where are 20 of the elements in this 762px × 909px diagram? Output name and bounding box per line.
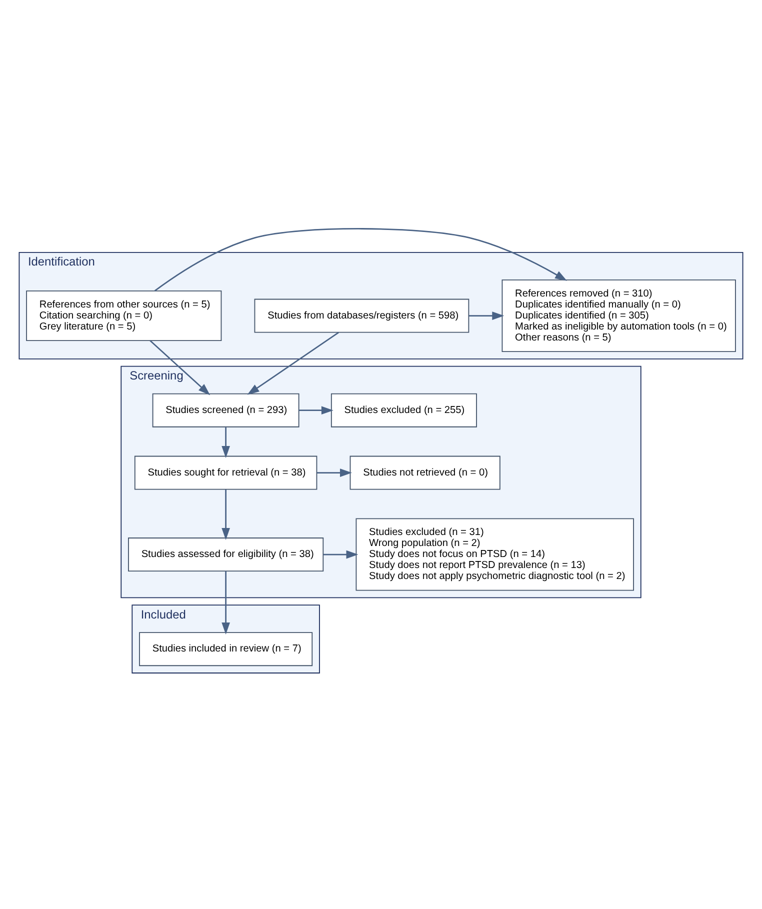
- node-box: Studies not retrieved (n = 0): [350, 456, 500, 490]
- arrow: [222, 571, 230, 634]
- node-box: Studies excluded (n = 31) Wrong population (n = 2) Study does not focus on PTSD (n = 14) Study does not report PTSD prevalence (n = 13) Study does not apply psychometric diagnostic tool (n = 2): [356, 518, 634, 591]
- arrow: [222, 427, 230, 458]
- arrow: [323, 550, 358, 559]
- arrow: [222, 490, 230, 540]
- node-box: Studies screened (n = 293): [152, 393, 300, 428]
- arrow: [468, 312, 504, 320]
- arrow: [298, 406, 334, 415]
- arrow: [247, 332, 340, 395]
- arrow: [150, 340, 210, 396]
- node-box: Studies included in review (n = 7): [139, 632, 313, 666]
- node-box: Studies excluded (n = 255): [330, 393, 477, 428]
- node-box: Studies sought for retrieval (n = 38): [134, 456, 318, 490]
- node-box: Studies from databases/registers (n = 598): [254, 298, 470, 333]
- node-box: Studies assessed for eligibility (n = 38): [128, 538, 324, 572]
- node-box: References removed (n = 310) Duplicates identified manually (n = 0) Duplicates identified (n = 305) Marked as ineligible by automation tools (n = 0) Other reasons (n = 5): [502, 280, 736, 352]
- arrow: [316, 468, 352, 477]
- arrow: [154, 228, 568, 292]
- node-box: References from other sources (n = 5) Citation searching (n = 0) Grey literature (n = 5): [26, 290, 222, 342]
